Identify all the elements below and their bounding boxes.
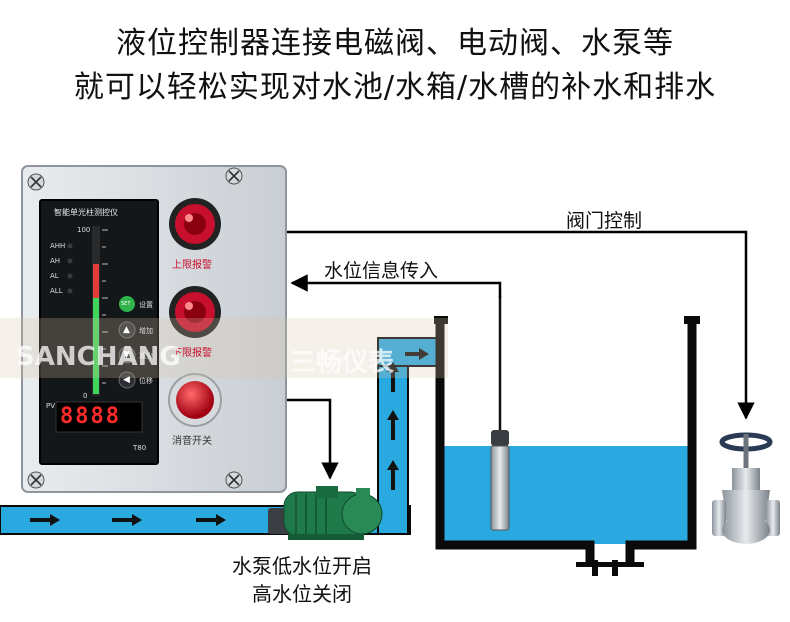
lower-alarm-light bbox=[169, 286, 221, 338]
pump-note-line-2: 高水位关闭 bbox=[252, 582, 352, 606]
valve-control-label: 阀门控制 bbox=[566, 210, 643, 232]
watermark-latin: SANCHANG bbox=[16, 342, 181, 372]
upper-alarm-light bbox=[169, 198, 221, 250]
panel-title: 智能单光柱测控仪 bbox=[54, 208, 118, 217]
lower-alarm-label: 下限报警 bbox=[172, 348, 212, 359]
pump-note-line-1: 水泵低水位开启 bbox=[232, 554, 372, 578]
increase-button-label: 增加 bbox=[139, 327, 153, 335]
decrease-button-label: 减少 bbox=[139, 352, 153, 360]
level-signal-label: 水位信息传入 bbox=[324, 260, 439, 282]
pv-label: PV bbox=[46, 402, 56, 410]
led-display: 8888 bbox=[60, 404, 121, 429]
set-icon[interactable]: SET bbox=[121, 301, 131, 307]
increase-icon[interactable]: ▲ bbox=[123, 325, 130, 335]
water-pump bbox=[268, 486, 383, 540]
mute-switch-label: 消音开关 bbox=[172, 436, 212, 447]
alarm-label-ahh: AHH bbox=[50, 242, 66, 250]
flow-arrows bbox=[30, 348, 429, 526]
pump-control-line bbox=[286, 398, 339, 480]
watermark-band bbox=[0, 318, 448, 378]
water-tank bbox=[434, 316, 700, 576]
headline-line-2: 就可以轻松实现对水池/水箱/水槽的补水和排水 bbox=[73, 70, 717, 105]
valve-control-line bbox=[286, 230, 755, 420]
decrease-icon[interactable]: ▼ bbox=[123, 350, 130, 360]
alarm-label-al: AL bbox=[50, 272, 59, 280]
scale-bottom: 0 bbox=[83, 392, 88, 400]
scale-top: 100 bbox=[77, 226, 91, 234]
model-label: T80 bbox=[133, 444, 147, 452]
controller-box bbox=[21, 165, 287, 493]
watermark-chinese: 三畅仪表 bbox=[290, 348, 395, 378]
headline-line-1: 液位控制器连接电磁阀、电动阀、水泵等 bbox=[116, 26, 674, 61]
upper-alarm-label: 上限报警 bbox=[172, 260, 212, 271]
alarm-label-ah: AH bbox=[50, 257, 61, 265]
shift-icon[interactable]: ◀ bbox=[123, 375, 130, 385]
level-sensor bbox=[490, 296, 510, 531]
mute-button[interactable] bbox=[168, 373, 222, 427]
gate-valve bbox=[712, 432, 780, 544]
alarm-label-all: ALL bbox=[50, 287, 63, 295]
shift-button-label: 位移 bbox=[139, 377, 153, 385]
set-button-label: 设置 bbox=[139, 301, 153, 309]
level-signal-line bbox=[290, 274, 502, 298]
